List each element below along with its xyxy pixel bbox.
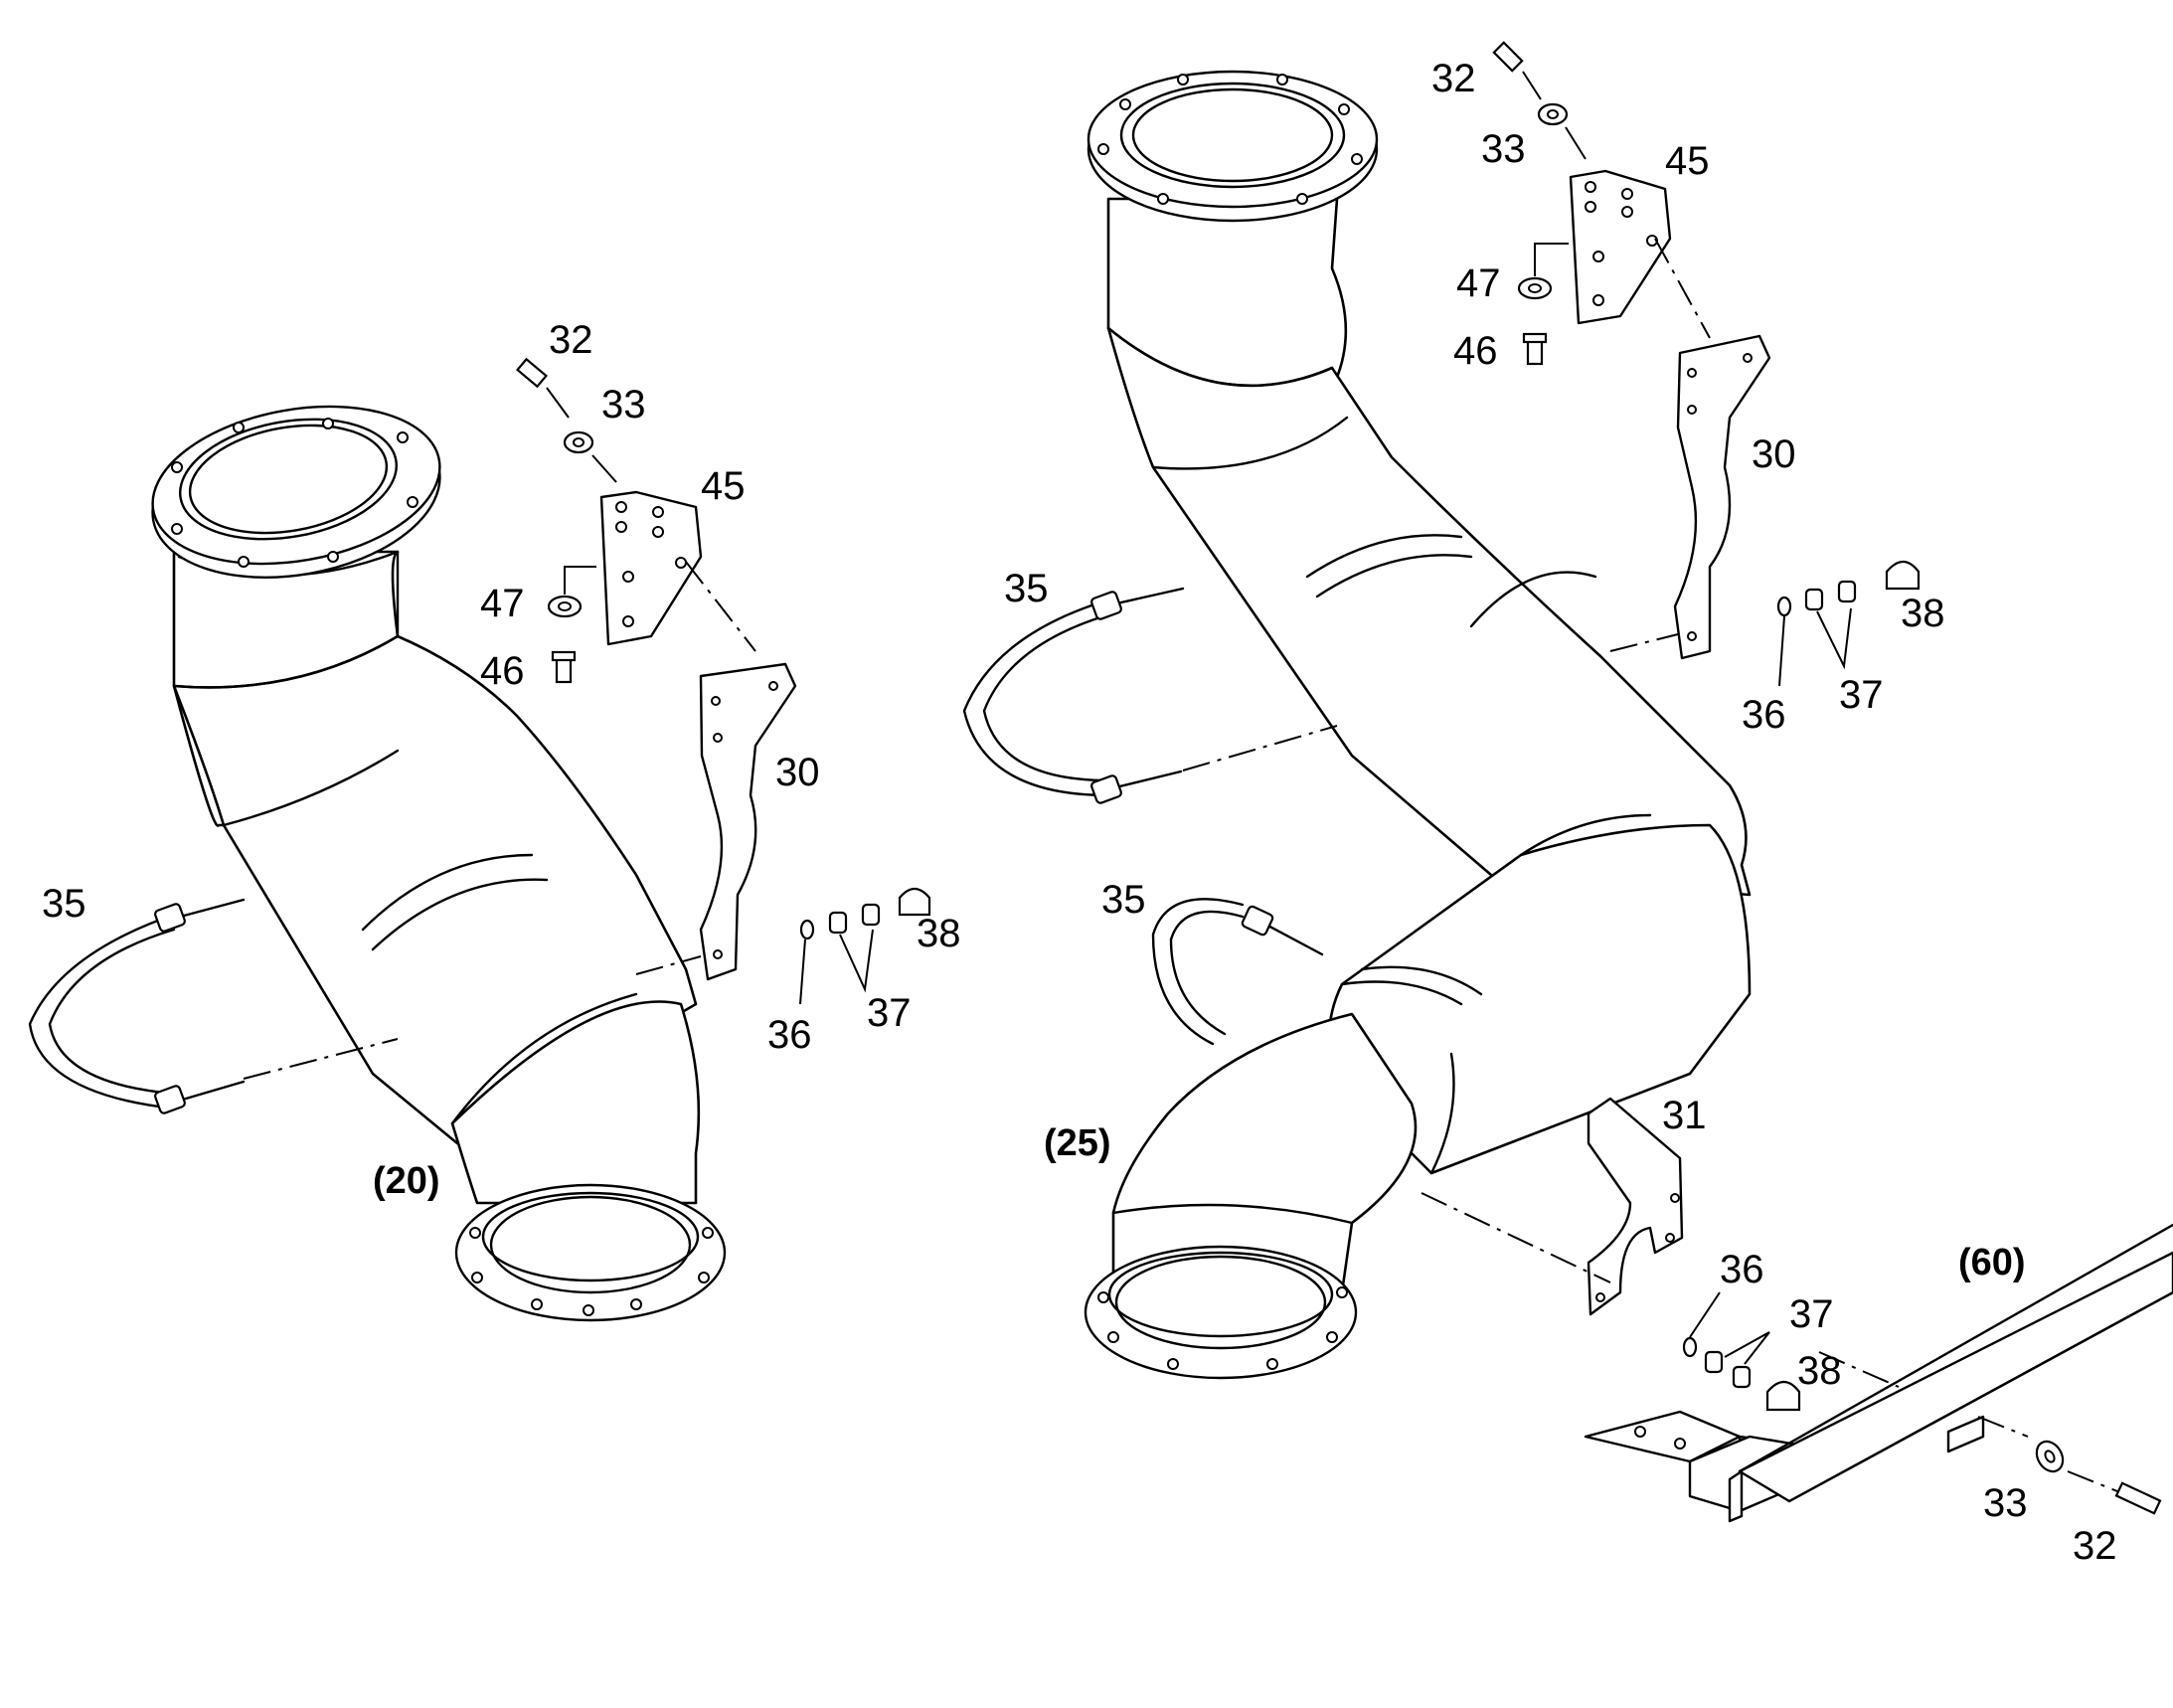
bolt-32-base: [2114, 1481, 2162, 1515]
callout-38-lower: 38: [1797, 1349, 1842, 1393]
lock-washer-36-right: [1776, 596, 1792, 617]
nut-37a-left: [828, 911, 848, 935]
bolt-32-right: [1492, 41, 1524, 73]
bracket-30-right: [1673, 334, 1771, 660]
flange-bolt-holes-lower-left: [469, 1227, 714, 1316]
callout-38-right: 38: [1901, 592, 1945, 635]
callout-45-left: 45: [701, 464, 746, 508]
lock-washer-36-left: [799, 919, 815, 940]
callout-36-lower: 36: [1720, 1248, 1764, 1291]
assembly-label-20: (20): [373, 1160, 440, 1202]
callouts-right: 32 33 45 47 46 30 35 36 37 38 35 31 36 3…: [1004, 57, 2117, 1568]
cap-nut-38-lower: [1765, 1380, 1801, 1412]
callout-33-left: 33: [601, 383, 646, 427]
left-hardware: [28, 357, 931, 1114]
bracket-31: [1587, 1097, 1684, 1316]
nut-37a-right: [1804, 588, 1824, 611]
callout-35-left: 35: [42, 882, 86, 926]
flange-bolt-holes-upper-left: [171, 418, 418, 568]
callout-32-right: 32: [1431, 57, 1476, 100]
callouts-left: 32 33 45 47 46 30 35 36 37 38: [42, 318, 961, 1057]
nut-37b-left: [861, 903, 881, 927]
callout-35-right-upper: 35: [1004, 567, 1049, 610]
cap-nut-38-right: [1885, 560, 1921, 591]
callout-32-left: 32: [549, 318, 593, 362]
callout-36-right: 36: [1742, 693, 1786, 737]
bolt-32-left: [515, 357, 549, 389]
base-rail-60: (60): [1584, 1223, 2173, 1523]
callout-31: 31: [1662, 1094, 1707, 1137]
pipe-assembly-25: (25): [1044, 70, 1752, 1380]
bracket-45-left: [599, 490, 703, 646]
strap-clamp-35-left: [28, 913, 176, 1110]
assembly-label-25: (25): [1044, 1122, 1111, 1164]
flange-bolt-holes-lower-right: [1097, 1286, 1348, 1370]
callout-30-right: 30: [1752, 432, 1796, 476]
callout-38-left: 38: [917, 912, 961, 955]
callout-30-left: 30: [775, 751, 820, 794]
callout-47-right: 47: [1456, 261, 1501, 305]
callout-47-left: 47: [480, 582, 525, 625]
nut-37b-lower: [1732, 1365, 1752, 1389]
callout-37-right: 37: [1839, 673, 1884, 717]
strap-clamp-35-right-upper: [962, 599, 1110, 797]
callout-46-left: 46: [480, 649, 525, 693]
callout-32-base: 32: [2073, 1524, 2117, 1568]
callout-36-left: 36: [767, 1013, 812, 1057]
assembly-label-60: (60): [1958, 1242, 2026, 1283]
flange-bolt-holes-upper-right: [1097, 74, 1363, 205]
right-hardware: [962, 41, 1921, 1412]
bracket-30-left: [699, 662, 797, 981]
callout-33-base: 33: [1983, 1481, 2028, 1525]
callout-37-left: 37: [867, 991, 912, 1035]
strap-clamp-35-right-lower: [1151, 898, 1245, 1046]
bracket-45-right: [1569, 169, 1672, 325]
callout-45-right: 45: [1665, 139, 1710, 183]
nut-37a-lower: [1704, 1350, 1724, 1374]
callout-35-right-lower: 35: [1101, 878, 1146, 922]
cap-nut-38-left: [898, 887, 931, 917]
nut-37b-right: [1837, 580, 1857, 603]
callout-37-lower: 37: [1789, 1292, 1834, 1336]
pipe-assembly-20: (20): [151, 405, 727, 1322]
callout-33-right: 33: [1481, 127, 1526, 171]
lock-washer-36-lower: [1682, 1336, 1698, 1358]
callout-46-right: 46: [1453, 329, 1498, 373]
